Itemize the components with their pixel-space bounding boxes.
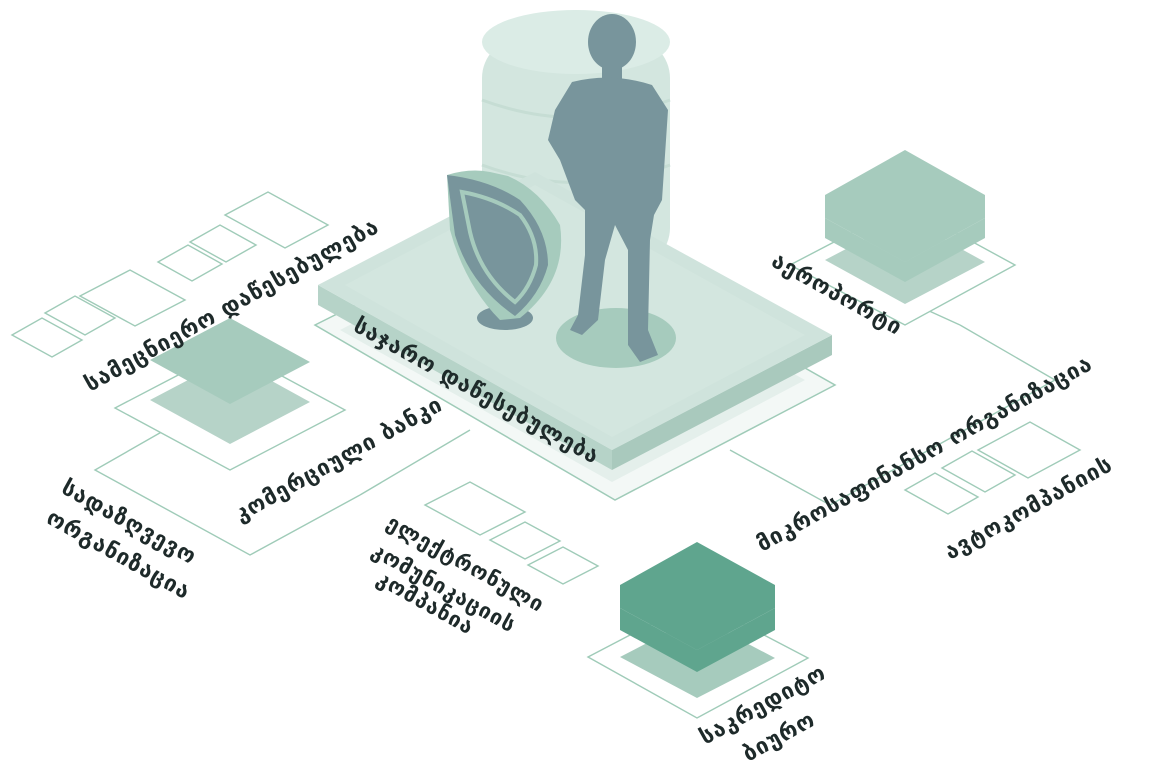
tiles-government: [10, 191, 330, 358]
tiles-leasing: [903, 421, 1082, 515]
shield-icon: [447, 170, 562, 330]
central-platform: [313, 172, 837, 501]
person-silhouette-icon: [548, 14, 668, 363]
stack-commercial-bank: [113, 318, 347, 471]
tiles-ecommerce: [423, 481, 600, 585]
stack-credit-bureau: [586, 542, 810, 719]
stack-airport: [788, 150, 1017, 326]
